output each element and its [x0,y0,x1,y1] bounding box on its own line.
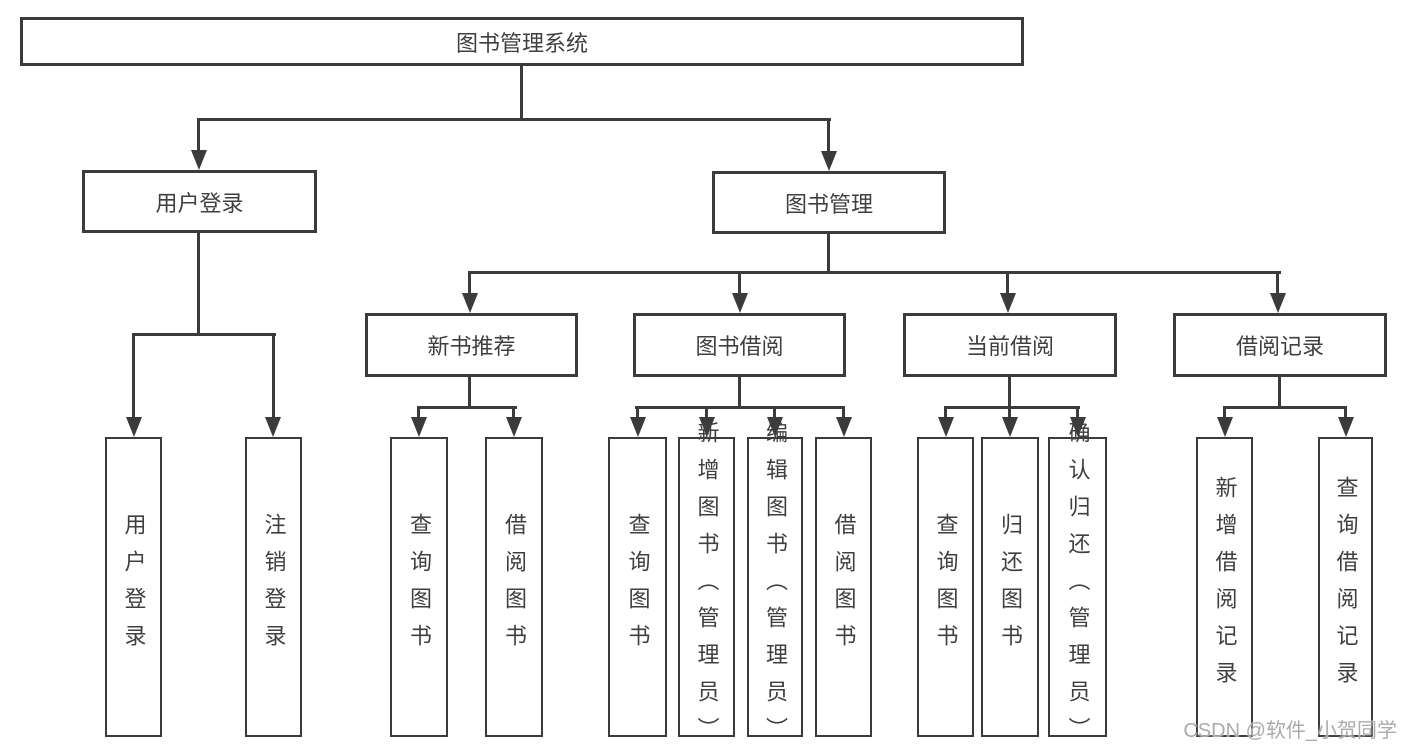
leaf-query-books-current: 查询图书 [917,437,974,737]
leaf-return-books: 归还图书 [981,437,1039,737]
arrow-down [265,417,281,437]
node-library-system: 图书管理系统 [20,17,1024,66]
leaf-add-book-admin: 新增图书（管理员） [678,421,735,747]
node-label: 当前借阅 [965,334,1054,359]
leaf-query-books-recommend: 查询图书 [390,437,448,737]
connector-line [417,406,420,419]
arrow-down [836,417,852,437]
leaf-label: 用户登录 [121,513,147,661]
connector-line [417,406,517,409]
arrow-down [732,293,748,313]
connector-line [1008,377,1011,409]
arrow-down [938,417,954,437]
connector-line [635,406,845,409]
arrow-down [1270,293,1286,313]
leaf-user-login: 用户登录 [105,437,162,737]
node-book-borrowing: 图书借阅 [633,313,846,377]
arrow-down [630,417,646,437]
leaf-label: 查询借阅记录 [1333,476,1359,698]
arrow-down [191,150,207,170]
connector-line [827,234,830,274]
arrow-down [506,417,522,437]
connector-line [738,271,741,295]
connector-line [773,406,776,419]
leaf-label: 借阅图书 [831,513,857,661]
connector-line [1008,406,1011,419]
node-label: 借阅记录 [1235,334,1324,359]
leaf-confirm-return-admin: 确认归还（管理员） [1048,421,1107,747]
arrow-down [767,417,783,437]
leaf-label: 借阅图书 [502,513,527,661]
leaf-label: 新增图书（管理员） [694,420,720,747]
leaf-label: 确认归还（管理员） [1065,420,1091,747]
leaf-query-borrow-record: 查询借阅记录 [1318,437,1373,737]
connector-line [197,118,200,152]
connector-line [468,271,1281,274]
arrow-down [1002,417,1018,437]
connector-line [132,333,276,336]
leaf-label: 编辑图书（管理员） [763,420,788,747]
node-current-borrowing: 当前借阅 [903,313,1117,377]
connector-line [1276,271,1279,295]
connector-line [512,406,515,419]
connector-line [705,406,708,419]
leaf-label: 查询图书 [625,513,651,661]
connector-line [636,406,639,419]
connector-line [468,377,471,409]
node-label: 用户登录 [155,190,244,216]
arrow-down [821,151,837,171]
arrow-down [1000,293,1016,313]
leaf-label: 查询图书 [407,513,432,661]
connector-line [468,271,471,295]
connector-line [520,66,523,121]
node-book-management: 图书管理 [712,171,946,234]
node-user-login: 用户登录 [82,170,317,233]
node-label: 新书推荐 [427,334,516,359]
connector-line [1344,406,1347,419]
connector-line [197,118,831,121]
leaf-borrow-books-borrowing: 借阅图书 [815,437,872,737]
node-label: 图书管理 [784,191,873,217]
connector-line [1006,271,1009,295]
leaf-query-books-borrowing: 查询图书 [608,437,667,737]
leaf-label: 查询图书 [933,513,959,661]
connector-line [738,377,741,409]
arrow-down [1217,417,1233,437]
connector-line [842,406,845,419]
leaf-edit-book-admin: 编辑图书（管理员） [747,421,803,747]
leaf-label: 注销登录 [261,513,287,661]
node-label: 图书管理系统 [455,30,588,56]
arrow-down [462,293,478,313]
leaf-add-borrow-record: 新增借阅记录 [1196,437,1253,737]
connector-line [197,233,200,336]
leaf-label: 归还图书 [998,513,1023,661]
connector-line [1223,406,1347,409]
arrow-down [1338,417,1354,437]
arrow-down [699,417,715,437]
arrow-down [1070,417,1086,437]
leaf-logout: 注销登录 [245,437,302,737]
arrow-down [411,417,427,437]
node-label: 图书借阅 [695,334,784,359]
connector-line [827,118,830,153]
connector-line [944,406,947,419]
connector-line [132,333,135,419]
node-borrowing-records: 借阅记录 [1173,313,1387,377]
node-new-book-recommendation: 新书推荐 [365,313,578,377]
connector-line [1223,406,1226,419]
connector-line [944,406,1080,409]
csdn-watermark: CSDN @软件_小贺同学 [1183,720,1397,742]
leaf-borrow-books-recommend: 借阅图书 [485,437,543,737]
connector-line [1278,377,1281,409]
leaf-label: 新增借阅记录 [1212,476,1238,698]
arrow-down [126,417,142,437]
connector-line [272,333,275,419]
connector-line [1076,406,1079,419]
